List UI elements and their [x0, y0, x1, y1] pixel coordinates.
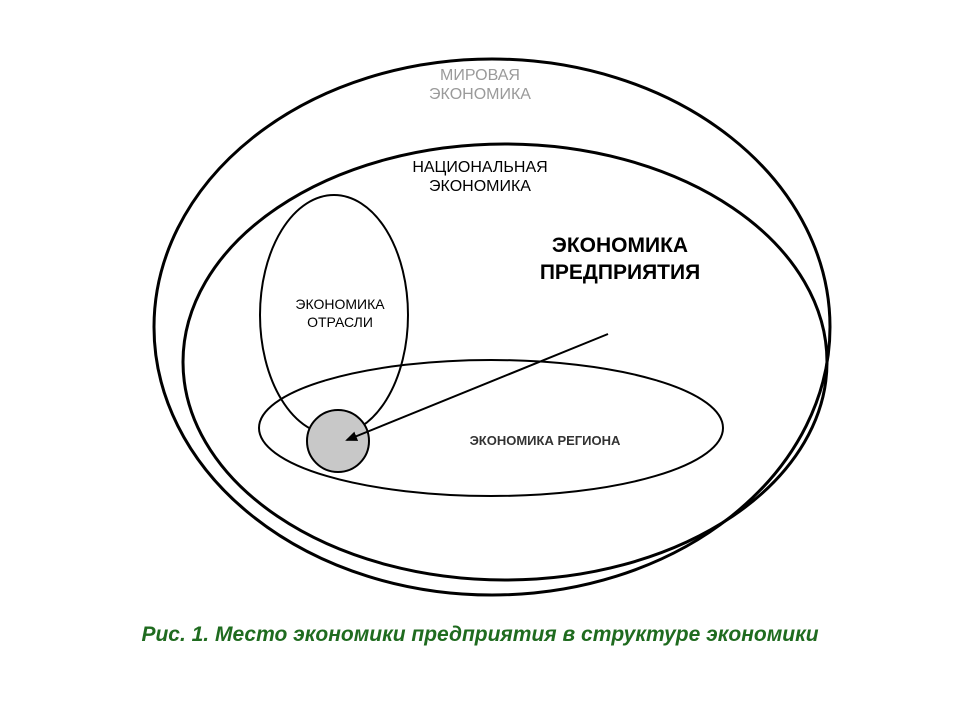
enterprise-economy-label-line1: ЭКОНОМИКА [551, 234, 689, 257]
enterprise-economy-label: ЭКОНОМИКА ПРЕДПРИЯТИЯ [510, 232, 730, 287]
region-economy-label: ЭКОНОМИКА РЕГИОНА [469, 433, 621, 448]
national-economy-ellipse [181, 142, 829, 582]
enterprise-economy-label-line2: ПРЕДПРИЯТИЯ [539, 261, 701, 285]
region-economy-ellipse [258, 359, 724, 497]
enterprise-pointer-arrow [345, 333, 609, 441]
national-economy-label-line1: НАЦИОНАЛЬНАЯ [412, 159, 548, 176]
national-economy-label-line2: ЭКОНОМИКА [429, 178, 531, 196]
world-economy-label-line2: ЭКОНОМИКА [429, 86, 531, 104]
world-economy-ellipse [152, 57, 832, 597]
industry-economy-label: ЭКОНОМИКА ОТРАСЛИ [265, 296, 415, 331]
world-economy-label-line1: МИРОВАЯ [440, 67, 520, 84]
world-economy-label: МИРОВАЯ ЭКОНОМИКА [380, 66, 580, 104]
industry-economy-label-line2: ОТРАСЛИ [307, 313, 373, 330]
national-economy-label: НАЦИОНАЛЬНАЯ ЭКОНОМИКА [370, 158, 590, 196]
industry-economy-label-line1: ЭКОНОМИКА [295, 296, 385, 312]
figure-caption: Рис. 1. Место экономики предприятия в ст… [141, 623, 819, 646]
enterprise-circle [306, 409, 370, 473]
